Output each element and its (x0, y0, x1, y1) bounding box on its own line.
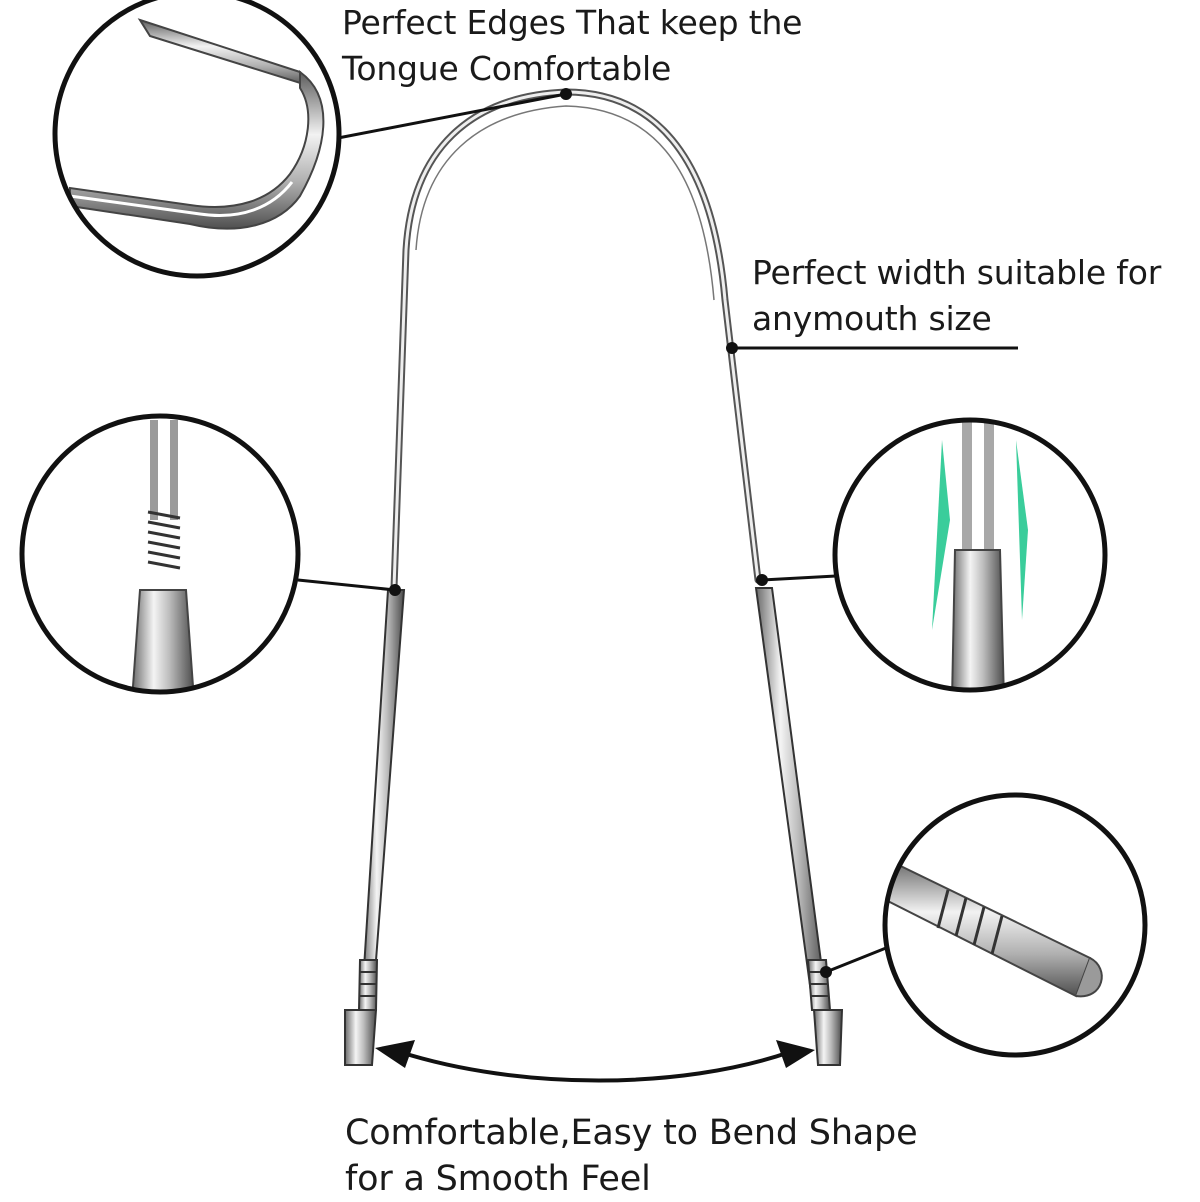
spring-joint-closeup-icon (19, 413, 301, 695)
callout-perfect-edges: Perfect Edges That keep the Tongue Comfo… (342, 0, 802, 92)
scraper-edge-closeup-icon (52, 0, 342, 279)
callout-bend-line2: for a Smooth Feel (345, 1159, 651, 1199)
callout-easy-bend: Comfortable,Easy to Bend Shape for a Smo… (345, 1110, 918, 1202)
leader-line-tip (820, 946, 887, 978)
leader-line-width (726, 342, 1018, 354)
leader-line-edges (337, 88, 572, 140)
callout-edges-line2: Tongue Comfortable (342, 49, 672, 88)
ribbed-handle-tip-closeup-icon (882, 792, 1148, 1058)
tongue-scraper-icon (344, 88, 844, 1066)
callout-bend-line1: Comfortable,Easy to Bend Shape (345, 1113, 918, 1153)
double-headed-curved-arrow-icon (375, 1040, 815, 1083)
leader-line-spring (297, 578, 401, 596)
polished-handle-closeup-icon (832, 417, 1108, 693)
callout-edges-line1: Perfect Edges That keep the (342, 3, 803, 42)
callout-width-line2: anymouth size (752, 299, 992, 338)
callout-width-line1: Perfect width suitable for (752, 253, 1162, 292)
callout-perfect-width: Perfect width suitable for anymouth size (752, 250, 1161, 342)
leader-line-gloss (756, 574, 837, 586)
